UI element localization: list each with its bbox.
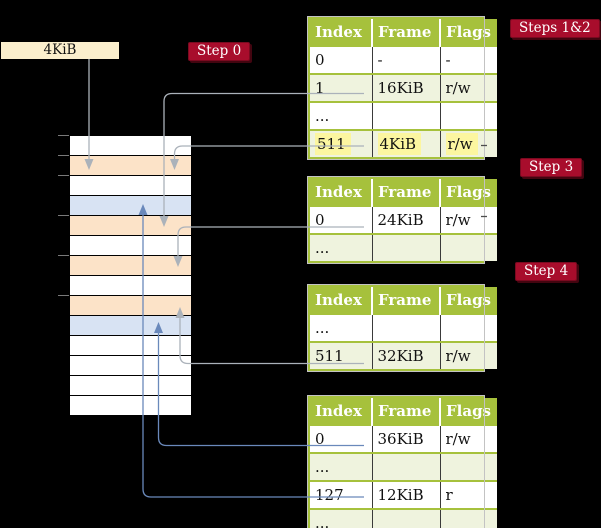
step-label-4: Step 4 xyxy=(515,262,578,281)
memory-tick xyxy=(58,175,69,176)
table-cell xyxy=(372,452,441,481)
table-cell: r xyxy=(440,480,497,509)
memory-tick xyxy=(58,155,69,156)
table-cell: - xyxy=(440,45,497,74)
table-cell xyxy=(372,313,441,342)
table-row: ... xyxy=(310,452,497,481)
table-cell xyxy=(440,508,497,528)
column-header-flags: Flags xyxy=(440,179,497,206)
column-header-frame: Frame xyxy=(372,179,441,206)
table-cell: 4KiB xyxy=(372,129,441,157)
table-cell: r/w xyxy=(440,341,497,369)
table-cell: 32KiB xyxy=(372,341,441,369)
table-cell: ... xyxy=(310,508,373,528)
memory-row-13 xyxy=(70,376,191,396)
memory-row-12 xyxy=(70,356,191,376)
table-cell: ... xyxy=(310,452,373,481)
column-header-frame: Frame xyxy=(372,287,441,314)
column-header-frame: Frame xyxy=(372,398,441,425)
table-cell: 0 xyxy=(310,205,373,234)
memory-row-4 xyxy=(70,196,191,216)
memory-row-1 xyxy=(70,136,191,156)
table-row: ... xyxy=(310,508,497,528)
memory-row-2 xyxy=(70,156,191,176)
table-row: ... xyxy=(310,313,497,342)
memory-row-3 xyxy=(70,176,191,196)
table-cell xyxy=(372,101,441,130)
table-cell: 511 xyxy=(310,341,373,369)
memory-tick xyxy=(58,295,69,296)
table-cell: 36KiB xyxy=(372,424,441,453)
highlighted-value: r/w xyxy=(445,133,478,155)
table-cell: 24KiB xyxy=(372,205,441,234)
table-cell: 127 xyxy=(310,480,373,509)
table-row: 511 4KiB r/w xyxy=(310,129,497,157)
column-header-flags: Flags xyxy=(440,287,497,314)
column-header-flags: Flags xyxy=(440,398,497,425)
step-label-3: Step 3 xyxy=(520,158,583,177)
table-cell: 0 xyxy=(310,424,373,453)
table-row: ... xyxy=(310,233,497,261)
table-row: ... xyxy=(310,101,497,130)
memory-row-11 xyxy=(70,336,191,356)
column-header-index: Index xyxy=(310,19,373,46)
table-cell: r/w xyxy=(440,424,497,453)
memory-tick xyxy=(58,255,69,256)
column-header-flags: Flags xyxy=(440,19,497,46)
page-size-box: 4KiB xyxy=(1,42,119,59)
table-cell: r/w xyxy=(440,129,497,157)
memory-tick xyxy=(58,215,69,216)
highlighted-value: 4KiB xyxy=(377,133,422,155)
column-header-index: Index xyxy=(310,398,373,425)
column-header-index: Index xyxy=(310,179,373,206)
highlighted-value: 511 xyxy=(315,133,351,155)
table-cell: r/w xyxy=(440,73,497,102)
memory-tick xyxy=(58,135,69,136)
table-cell: ... xyxy=(310,233,373,261)
memory-row-10 xyxy=(70,316,191,336)
table-cell: 16KiB xyxy=(372,73,441,102)
table-cell: - xyxy=(372,45,441,74)
table-cell: 12KiB xyxy=(372,480,441,509)
memory-row-5 xyxy=(70,216,191,236)
table-cell: ... xyxy=(310,313,373,342)
table-row: 0-- xyxy=(310,45,497,74)
step-label-0: Step 0 xyxy=(188,42,251,61)
table-cell xyxy=(440,233,497,261)
table-cell xyxy=(440,452,497,481)
table-cell: 511 xyxy=(310,129,373,157)
memory-row-6 xyxy=(70,236,191,256)
column-header-frame: Frame xyxy=(372,19,441,46)
table-cell xyxy=(440,313,497,342)
table-cell xyxy=(372,508,441,528)
memory-row-8 xyxy=(70,276,191,296)
memory-column xyxy=(69,135,192,416)
memory-row-7 xyxy=(70,256,191,276)
table-cell: r/w xyxy=(440,205,497,234)
table-cell xyxy=(440,101,497,130)
memory-row-14 xyxy=(70,396,191,415)
step-label-1-2: Steps 1&2 xyxy=(510,19,600,38)
table-cell: 1 xyxy=(310,73,373,102)
memory-row-9 xyxy=(70,296,191,316)
table-cell xyxy=(372,233,441,261)
column-header-index: Index xyxy=(310,287,373,314)
table-cell: ... xyxy=(310,101,373,130)
table-cell: 0 xyxy=(310,45,373,74)
